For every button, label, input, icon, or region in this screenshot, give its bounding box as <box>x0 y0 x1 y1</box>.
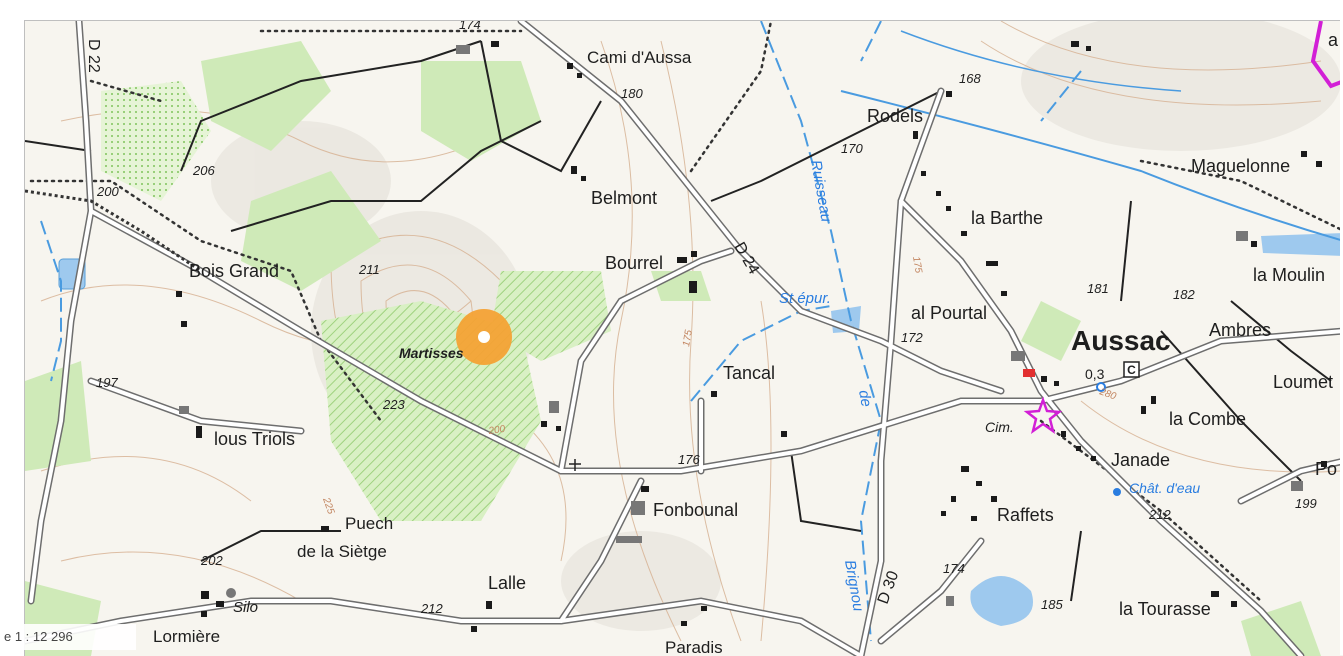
map-right-edge <box>1340 0 1343 655</box>
place-fonbounal: Fonbounal <box>653 500 738 520</box>
svg-text:185: 185 <box>1041 597 1063 612</box>
svg-text:168: 168 <box>959 71 981 86</box>
place-la-tourasse: la Tourasse <box>1119 599 1211 619</box>
place-aussac: Aussac <box>1071 325 1171 356</box>
place-raffets: Raffets <box>997 505 1054 525</box>
distance-label: 0,3 <box>1085 366 1105 382</box>
svg-text:174: 174 <box>459 21 481 32</box>
svg-text:170: 170 <box>841 141 863 156</box>
svg-text:174: 174 <box>943 561 965 576</box>
place-labels: Cami d'Aussa Rodels Maguelonne Belmont l… <box>153 30 1339 656</box>
place-belmont: Belmont <box>591 188 657 208</box>
scale-indicator: e 1 : 12 296 <box>0 624 136 650</box>
place-janade: Janade <box>1111 450 1170 470</box>
svg-text:211: 211 <box>358 262 380 277</box>
place-bois-grand: Bois Grand <box>189 261 279 281</box>
location-marker[interactable] <box>456 309 512 365</box>
place-al-pourtal: al Pourtal <box>911 303 987 323</box>
topographic-map[interactable]: C 174 180 168 170 206 200 211 <box>25 21 1343 656</box>
place-la-barthe: la Barthe <box>971 208 1043 228</box>
place-letter-a: a <box>1328 30 1339 50</box>
place-po: Po <box>1315 459 1337 479</box>
place-lalle: Lalle <box>488 573 526 593</box>
place-cim: Cim. <box>985 419 1014 435</box>
place-maguelonne: Maguelonne <box>1191 156 1290 176</box>
spring-icon <box>1096 382 1106 392</box>
svg-text:182: 182 <box>1173 287 1195 302</box>
place-rodels: Rodels <box>867 106 923 126</box>
place-puech: Puech <box>345 514 393 533</box>
svg-text:172: 172 <box>901 330 923 345</box>
stream-de: de <box>855 389 875 408</box>
map-viewport[interactable]: C 174 180 168 170 206 200 211 <box>24 20 1343 656</box>
place-tancal: Tancal <box>723 363 775 383</box>
place-cami-daussa: Cami d'Aussa <box>587 48 692 67</box>
place-de-la-sietge: de la Siètge <box>297 542 387 561</box>
svg-text:206: 206 <box>192 163 215 178</box>
svg-text:180: 180 <box>621 86 643 101</box>
place-lous-triols: lous Triols <box>214 429 295 449</box>
main-roads <box>25 21 1343 656</box>
place-chat-deau: Chât. d'eau <box>1129 480 1200 496</box>
svg-text:202: 202 <box>200 553 223 568</box>
svg-text:181: 181 <box>1087 281 1109 296</box>
cross-icon <box>569 459 581 471</box>
buildings <box>176 41 1327 632</box>
place-la-moulin: la Moulin <box>1253 265 1325 285</box>
place-loumet: Loumet <box>1273 372 1333 392</box>
place-bourrel: Bourrel <box>605 253 663 273</box>
svg-text:223: 223 <box>382 397 405 412</box>
silo-icon <box>226 588 236 598</box>
elevation-labels: 174 180 168 170 206 200 211 181 182 172 … <box>96 21 1317 616</box>
place-st-epur: St épur. <box>779 290 831 307</box>
place-lormiere: Lormière <box>153 627 220 646</box>
star-marker-icon[interactable] <box>1023 396 1063 434</box>
place-martisses: Martisses <box>399 345 464 361</box>
place-silo: Silo <box>233 599 258 616</box>
place-paradis: Paradis <box>665 638 723 656</box>
camping-icon: C <box>1123 361 1140 378</box>
place-la-combe: la Combe <box>1169 409 1246 429</box>
svg-text:200: 200 <box>487 424 506 437</box>
svg-text:212: 212 <box>1148 507 1171 522</box>
svg-text:212: 212 <box>420 601 443 616</box>
svg-text:175: 175 <box>681 329 695 348</box>
road-d22: D 22 <box>85 39 102 73</box>
camping-letter: C <box>1127 363 1136 377</box>
streams <box>40 21 1082 642</box>
svg-text:199: 199 <box>1295 496 1317 511</box>
svg-text:197: 197 <box>96 375 118 390</box>
svg-text:200: 200 <box>96 184 119 199</box>
water-tower-icon <box>1113 488 1121 496</box>
place-ambres: Ambres <box>1209 320 1271 340</box>
svg-text:176: 176 <box>678 452 700 467</box>
minor-roads <box>25 40 1332 602</box>
svg-text:175: 175 <box>910 256 924 275</box>
route-line <box>1310 21 1343 89</box>
